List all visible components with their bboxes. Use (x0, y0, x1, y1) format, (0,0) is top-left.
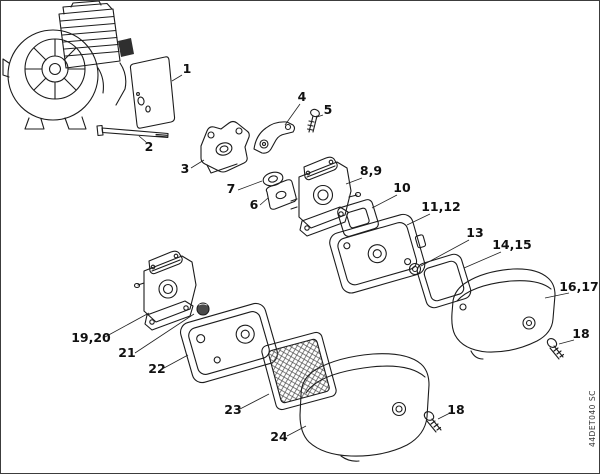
part-filter-23 (261, 331, 337, 411)
callout-3: 3 (181, 161, 190, 176)
part-gasket-10 (337, 199, 379, 237)
part-screw-18-bottom (423, 411, 442, 433)
part-gasket-1 (129, 56, 176, 129)
part-carburetor-19-20 (133, 250, 197, 331)
callout-labels: 1 2 3 4 5 7 6 8,9 10 11,12 13 14,15 16,1… (71, 61, 599, 444)
callout-4: 4 (298, 89, 307, 104)
part-filter-14-15 (416, 253, 472, 309)
callout-6: 6 (250, 197, 259, 212)
callout-5: 5 (324, 102, 333, 117)
callout-7: 7 (227, 181, 236, 196)
part-cover-24 (299, 353, 430, 462)
callout-2: 2 (145, 139, 154, 154)
part-cover-16-17 (451, 268, 556, 360)
callout-24: 24 (270, 429, 288, 444)
part-screw-18-right (546, 338, 565, 360)
part-lever-4 (253, 121, 296, 154)
callout-21: 21 (118, 345, 135, 360)
callout-19-20: 19,20 (71, 330, 111, 345)
leader-lines (104, 74, 575, 437)
callout-1: 1 (183, 61, 192, 76)
part-filter-base-22 (179, 302, 279, 384)
engine-assembly-drawing (2, 1, 134, 130)
callout-10: 10 (393, 180, 411, 195)
callout-23: 23 (224, 402, 241, 417)
watermark-code: 44DET040 SC (588, 390, 597, 447)
part-gasket-6 (265, 179, 297, 210)
callout-18-right: 18 (572, 326, 589, 341)
callout-16-17: 16,17 (559, 279, 599, 294)
part-plug-21 (196, 302, 210, 316)
callout-13: 13 (466, 225, 483, 240)
part-spacer-3 (200, 120, 250, 174)
callout-8-9: 8,9 (360, 163, 382, 178)
callout-11-12: 11,12 (421, 199, 461, 214)
part-filter-base-11-12 (329, 213, 427, 294)
callout-18-bottom: 18 (447, 402, 464, 417)
part-carburetor-8-9 (290, 156, 362, 237)
callout-14-15: 14,15 (492, 237, 532, 252)
part-bolt-2 (96, 124, 169, 139)
part-screw-5 (306, 108, 320, 133)
callout-22: 22 (148, 361, 165, 376)
